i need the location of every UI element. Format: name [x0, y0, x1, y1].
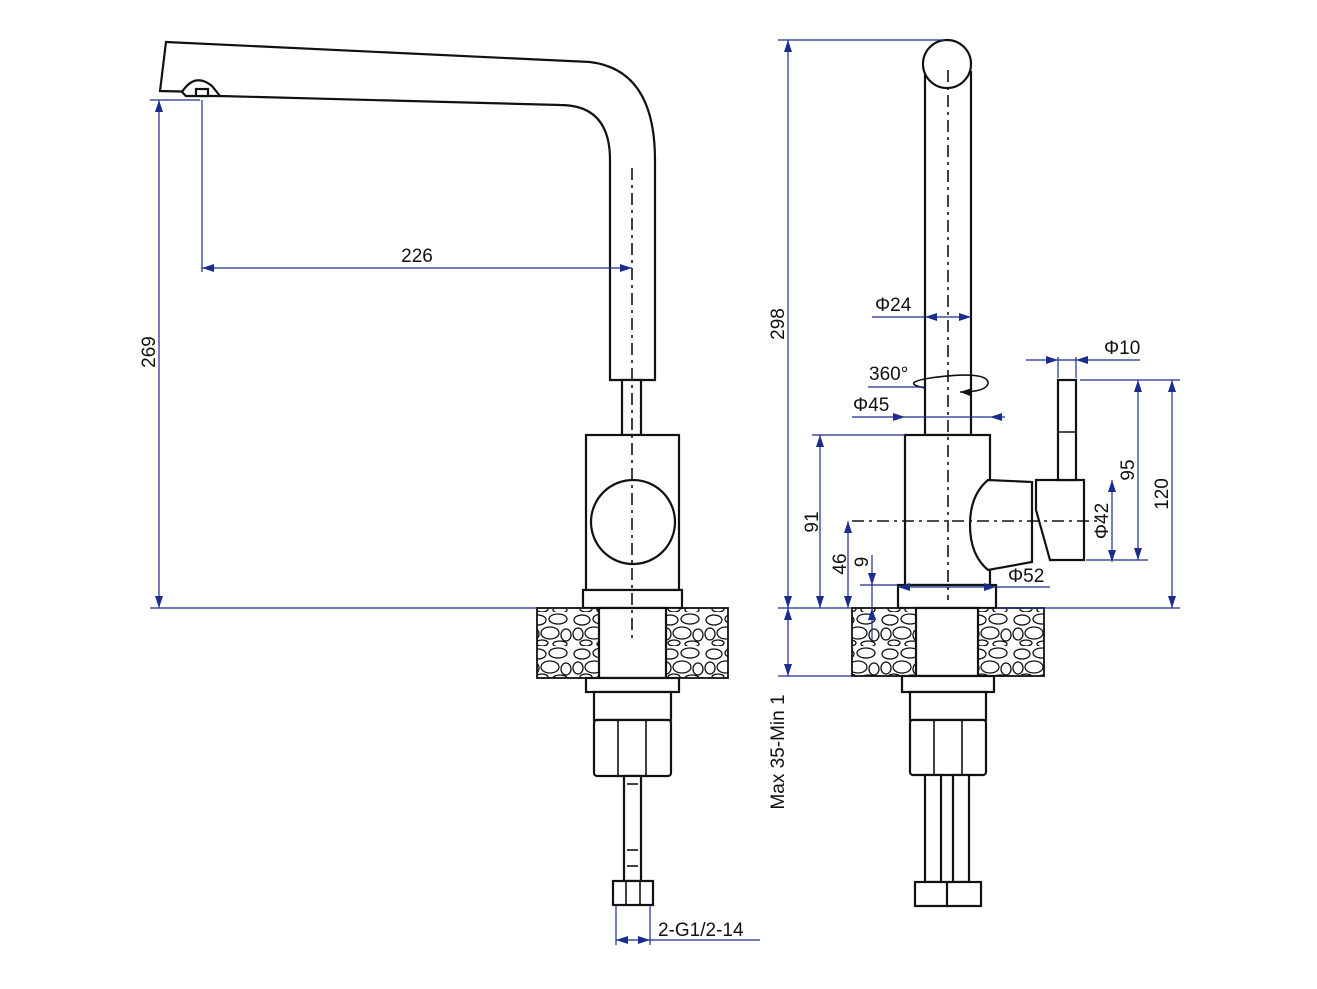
dim-spout-diameter: Φ24 [875, 295, 912, 316]
dim-spout-height: 269 [139, 336, 160, 368]
front-washer [900, 674, 996, 694]
dim-handle-diameter: Φ10 [1104, 338, 1140, 359]
front-hose-nut-left [913, 880, 951, 908]
front-hose-nut-right [945, 880, 983, 908]
dim-body-height: 91 [802, 511, 823, 532]
dim-lever-diameter: Φ42 [1092, 503, 1113, 539]
front-view [851, 38, 1100, 908]
front-spout-top [921, 38, 973, 90]
side-nut-top [592, 690, 673, 722]
front-lever-stem [1056, 378, 1078, 482]
side-countertop-right [665, 607, 729, 679]
dim-lever-axis-height: 46 [830, 553, 851, 574]
front-countertop-left [851, 607, 917, 677]
side-view-dimensions: 226 269 2-G1/2-14 [139, 99, 760, 945]
dim-spout-reach: 226 [401, 246, 433, 267]
front-nut [908, 718, 988, 777]
side-countertop-left [536, 607, 600, 679]
front-view-dimensions: 298 Max 35-Min 1 Φ24 360° Φ45 91 46 [768, 39, 1180, 810]
front-base-ring [896, 583, 998, 610]
aerator-tip [194, 87, 210, 98]
side-hose-nut [611, 879, 655, 907]
dim-base-diameter: Φ52 [1008, 566, 1044, 587]
side-view [158, 40, 729, 907]
dim-handle-height-95: 95 [1118, 459, 1139, 480]
front-lever-hub [968, 478, 1034, 572]
dim-deck-thickness: Max 35-Min 1 [768, 694, 789, 809]
side-washer [584, 676, 681, 694]
front-hose-left [923, 773, 943, 884]
dim-total-height: 298 [768, 308, 789, 340]
front-lever-handle [1034, 478, 1086, 562]
side-spout [158, 40, 657, 382]
side-lever-knob [589, 478, 677, 566]
dim-body-diameter: Φ45 [853, 395, 889, 416]
side-nut [592, 718, 673, 778]
dim-handle-height-120: 120 [1152, 478, 1173, 510]
front-shank [914, 606, 980, 678]
front-countertop-right [977, 607, 1045, 677]
dim-rotation: 360° [869, 364, 908, 385]
dim-base-height: 9 [852, 557, 873, 568]
front-nut-top [908, 690, 988, 722]
front-hose-right [951, 773, 971, 884]
dim-hose-thread: 2-G1/2-14 [658, 920, 744, 941]
